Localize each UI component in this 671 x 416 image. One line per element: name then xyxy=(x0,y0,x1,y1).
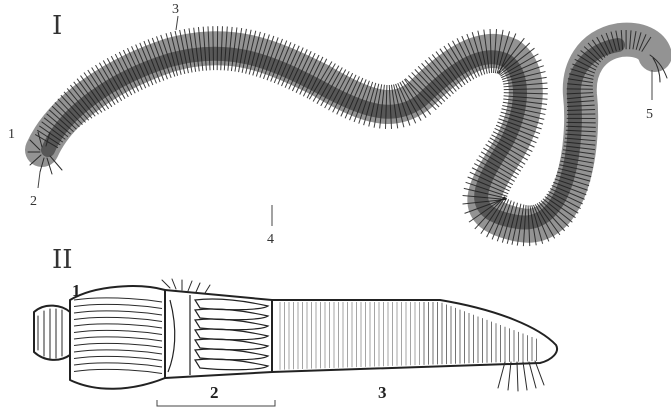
svg-text:3: 3 xyxy=(172,2,179,17)
worm-2-middle-plate xyxy=(195,309,268,320)
svg-text:2: 2 xyxy=(30,194,37,209)
callout-1-1: 1 xyxy=(8,127,15,142)
worm-2-middle-plate xyxy=(195,319,268,330)
panel-1-label: I xyxy=(52,11,62,41)
worm-2-front-line xyxy=(74,317,162,321)
worm-2-front-line xyxy=(74,369,162,373)
worm-2-front-line xyxy=(74,304,162,308)
worm-2-front-line xyxy=(74,324,162,328)
worm-2-front-line xyxy=(74,350,162,354)
worm-1-segment xyxy=(566,122,595,123)
svg-text:1: 1 xyxy=(8,127,15,142)
callout-1-4: 4 xyxy=(267,205,274,247)
worm-2-middle-plates xyxy=(168,295,268,375)
worm-2-middle-plate xyxy=(195,359,268,370)
svg-text:2: 2 xyxy=(210,383,219,402)
worm-2-front-line xyxy=(74,330,162,334)
worm-2-front-line xyxy=(74,298,162,302)
worm-2-front-line xyxy=(74,356,162,360)
svg-text:4: 4 xyxy=(267,232,274,247)
worm-2-middle-plate xyxy=(195,339,268,350)
worm-2-tail-tuft xyxy=(498,361,544,391)
callout-2-3: 3 xyxy=(378,383,387,402)
worm-2-front-line xyxy=(74,343,162,347)
worm-2-middle-plate xyxy=(195,349,268,360)
worm-2-middle-plate xyxy=(195,329,268,340)
callout-2-1: 1 xyxy=(72,281,81,300)
callout-1-5: 5 xyxy=(646,70,653,122)
worm-2-middle-outline xyxy=(168,295,190,375)
worm-2-funnel xyxy=(34,306,70,360)
worm-2-rear-segments xyxy=(280,302,537,370)
panel-2-label: II xyxy=(52,245,73,275)
callout-1-2: 2 xyxy=(30,172,40,209)
worm-2-funnel-lines xyxy=(38,309,62,358)
worm-2-front-line xyxy=(74,363,162,367)
panel-1: I 1 2 3 4 5 xyxy=(8,2,667,247)
panel-2: II 1 2 3 xyxy=(34,245,557,406)
worm-2-front-lines xyxy=(74,298,162,374)
callout-2-2: 2 xyxy=(157,383,275,406)
svg-text:5: 5 xyxy=(646,107,653,122)
worm-2-front-line xyxy=(74,311,162,315)
worm-2-middle-plate xyxy=(195,299,268,310)
worm-2-front-line xyxy=(74,337,162,341)
callout-1-3: 3 xyxy=(172,2,179,30)
